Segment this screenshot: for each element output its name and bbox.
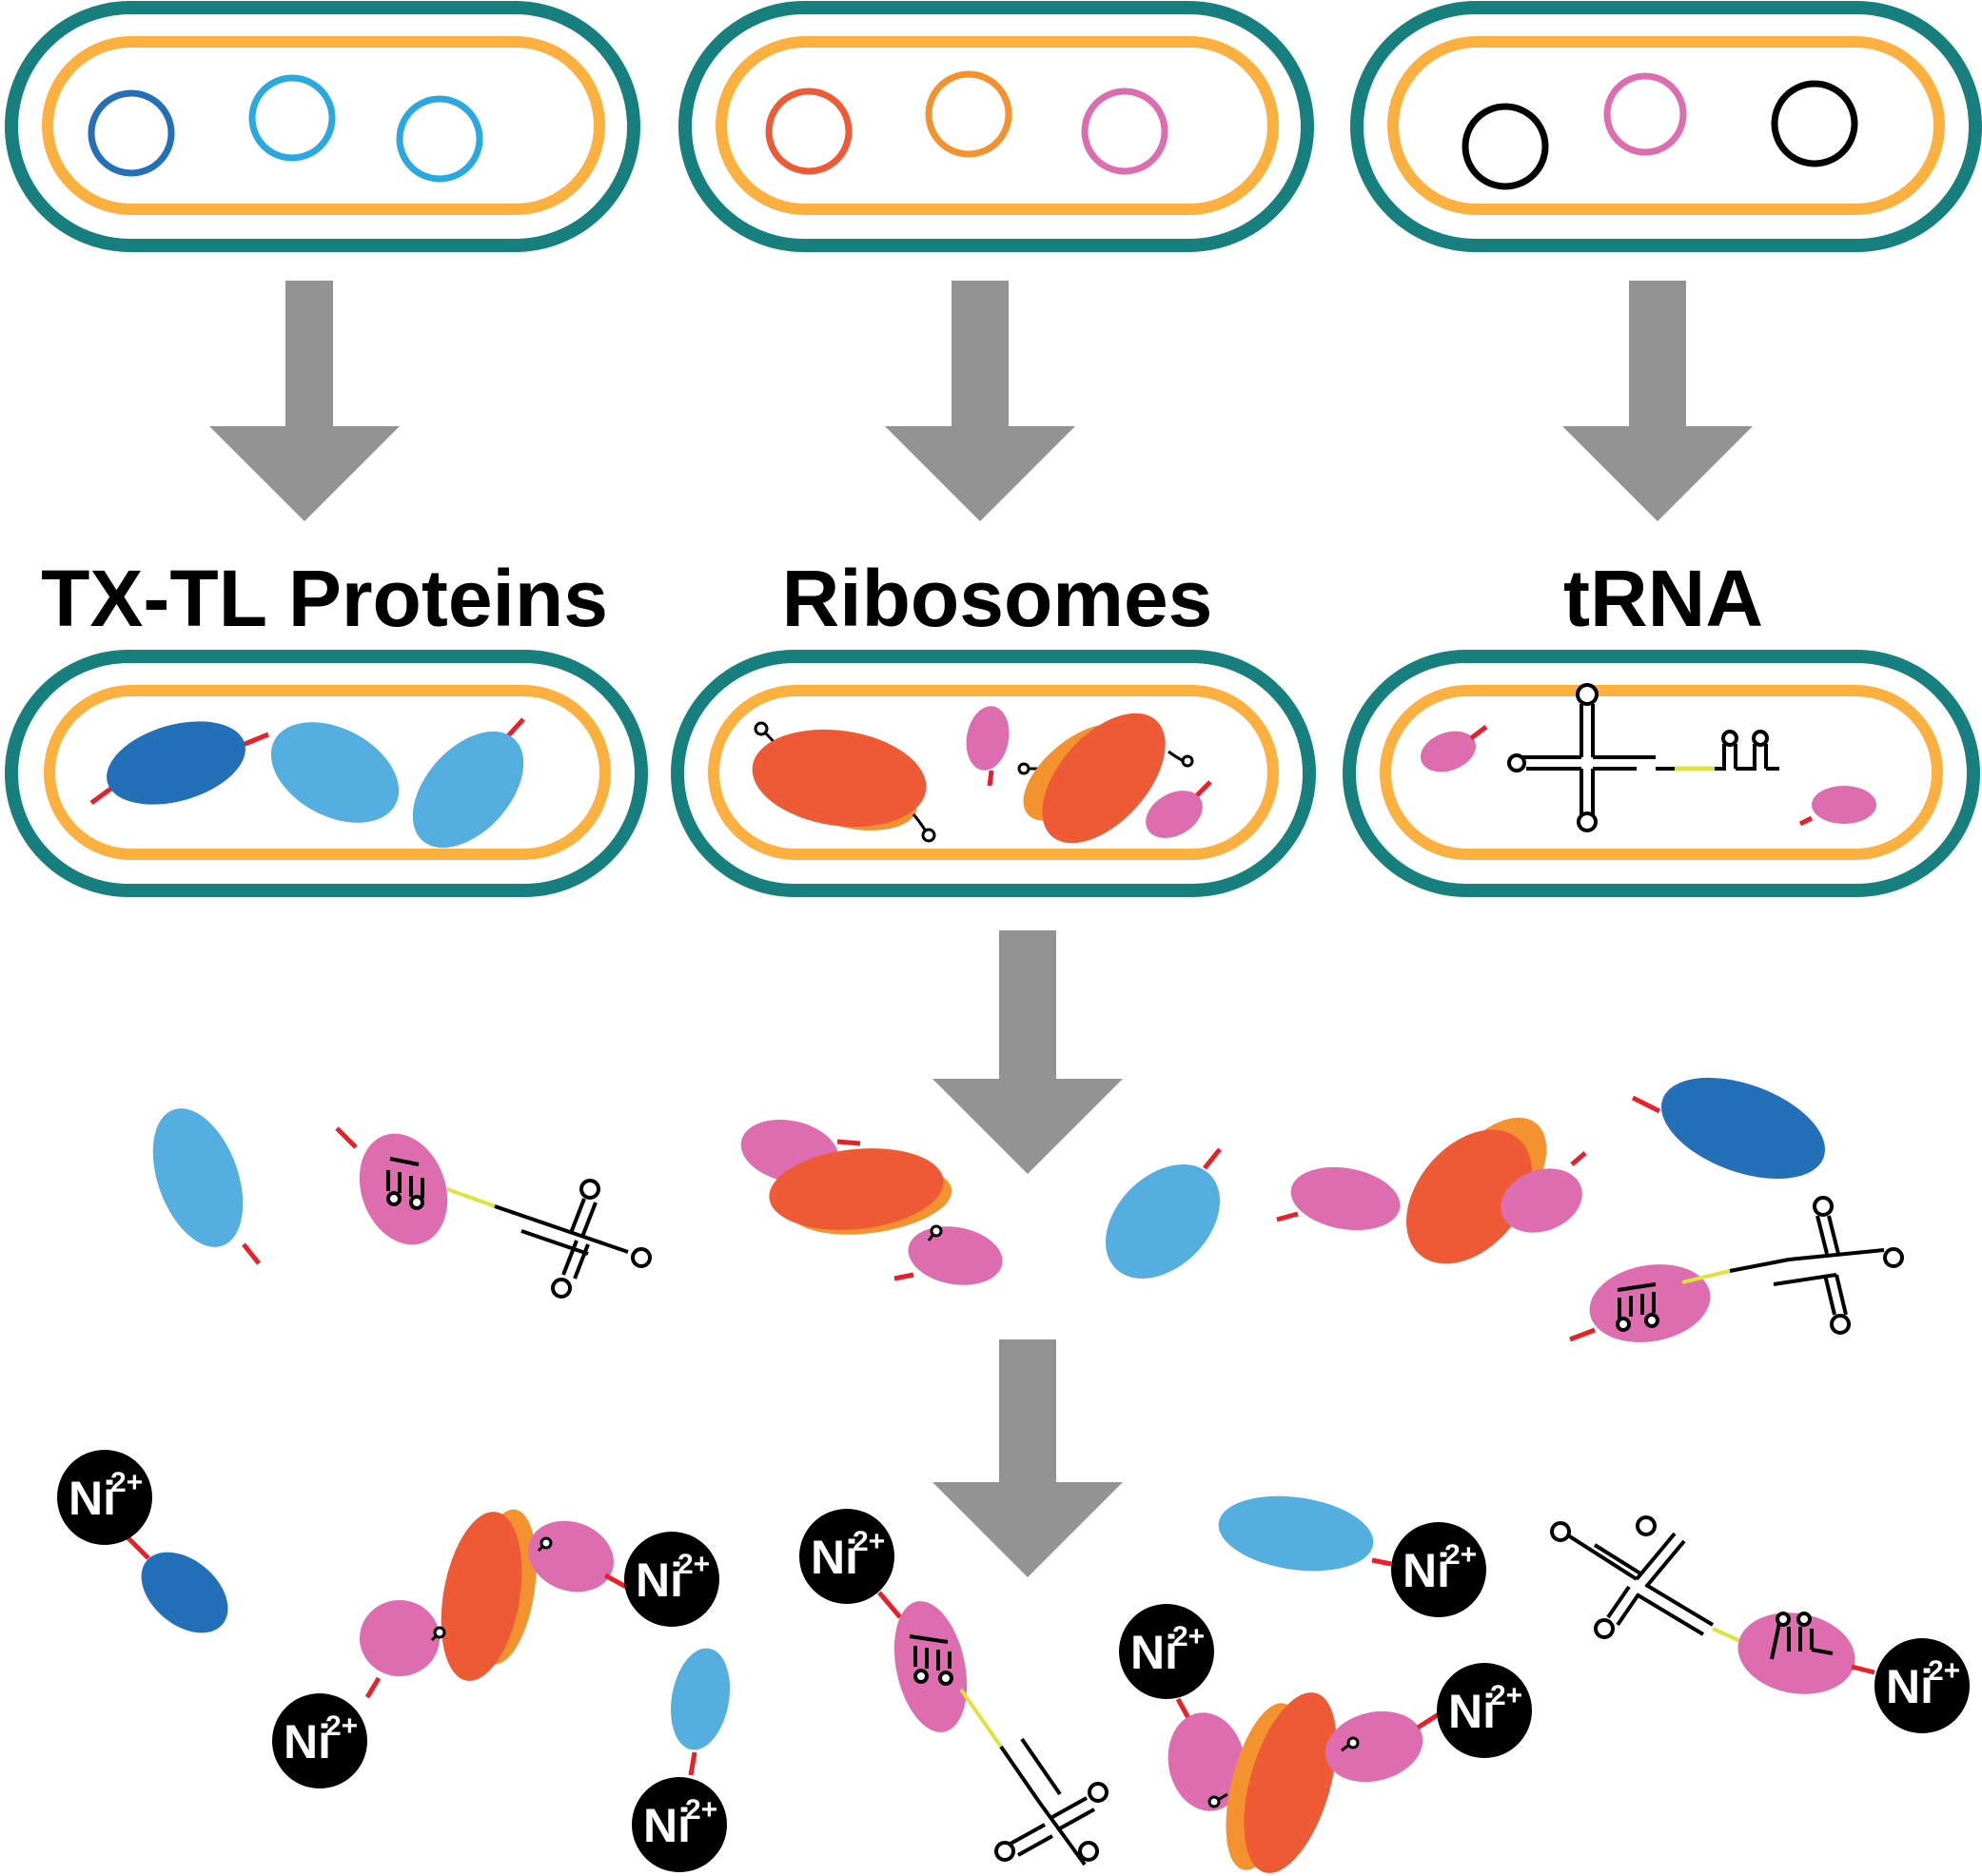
cell-proteins-expressed <box>5 650 648 897</box>
protein-pink <box>966 706 1010 771</box>
plasmid-red <box>765 88 853 175</box>
svg-text:2+: 2+ <box>677 1549 710 1580</box>
protein-light-blue <box>1105 1163 1221 1280</box>
svg-text:Ni: Ni <box>284 1715 331 1769</box>
plasmid-black <box>1771 80 1858 167</box>
nickel-ion: Ni 2+ <box>632 1777 727 1872</box>
protein-pink <box>893 1601 968 1732</box>
plasmid-orange <box>925 70 1012 158</box>
arrow-down-icon <box>932 1339 1123 1577</box>
hairpin-icon <box>1715 730 1779 771</box>
nickel-ion: Ni 2+ <box>1391 1522 1486 1617</box>
ribosome <box>752 721 936 843</box>
protein-light-blue <box>152 1108 244 1247</box>
label-proteins: TX-TL Proteins <box>41 554 608 643</box>
nickel-ion: Ni 2+ <box>272 1693 367 1788</box>
nickel-ion: Ni 2+ <box>624 1532 719 1627</box>
cell-trna-plasmids <box>1350 1 1982 252</box>
plasmid-black <box>1462 103 1549 190</box>
protein-pink <box>359 1133 448 1245</box>
plasmid-pink <box>1081 88 1168 175</box>
svg-text:2+: 2+ <box>325 1710 358 1742</box>
trna-structure <box>1550 1515 1715 1639</box>
protein-light-blue <box>671 1648 730 1750</box>
svg-text:2+: 2+ <box>1172 1621 1205 1652</box>
label-trna: tRNA <box>1563 554 1763 643</box>
nickel-ion: Ni 2+ <box>1437 1663 1532 1758</box>
protein-pink <box>360 1600 440 1676</box>
svg-text:Ni: Ni <box>1403 1544 1450 1597</box>
affinity-capture: Ni 2+ Ni 2+ Ni 2+ Ni 2+ <box>57 1450 1970 1873</box>
svg-text:Ni: Ni <box>69 1472 116 1525</box>
protein-pink <box>908 1226 1003 1285</box>
nickel-ion: Ni 2+ <box>799 1509 894 1604</box>
protein-pink <box>1420 731 1477 772</box>
svg-text:Ni: Ni <box>811 1531 858 1584</box>
arrow-down-icon <box>1562 281 1753 521</box>
svg-text:Ni: Ni <box>1130 1626 1178 1679</box>
nickel-ion: Ni 2+ <box>1874 1638 1970 1733</box>
plasmid-sky-blue <box>396 95 483 183</box>
trna-structure <box>1729 1196 1904 1335</box>
svg-text:Ni: Ni <box>643 1799 691 1852</box>
label-ribosomes: Ribosomes <box>782 554 1213 643</box>
protein-pink <box>1737 1612 1855 1694</box>
svg-text:Ni: Ni <box>1886 1660 1933 1713</box>
trna-structure <box>994 1737 1109 1866</box>
protein-pink <box>1146 791 1203 838</box>
protein-light-blue <box>1218 1495 1374 1572</box>
protein-light-blue <box>412 731 524 849</box>
svg-text:2+: 2+ <box>1490 1680 1522 1711</box>
cell-trna-expressed <box>1343 650 1980 897</box>
lysate-mixture <box>152 1077 1904 1342</box>
svg-text:2+: 2+ <box>110 1467 143 1498</box>
protein-pink <box>1501 1168 1582 1233</box>
svg-text:Ni: Ni <box>1448 1685 1496 1738</box>
protein-pink <box>1168 1712 1246 1811</box>
svg-text:2+: 2+ <box>685 1794 717 1826</box>
arrow-down-icon <box>209 281 400 521</box>
svg-text:2+: 2+ <box>1444 1539 1477 1571</box>
protein-dark-blue <box>107 721 245 805</box>
plasmid-pink <box>1603 72 1687 156</box>
protein-pink <box>1325 1710 1423 1783</box>
protein-pink <box>1589 1264 1711 1342</box>
trna-structure <box>1507 683 1675 832</box>
ribosome <box>1017 713 1194 844</box>
protein-dark-blue <box>1660 1077 1826 1180</box>
trna-structure <box>494 1179 652 1299</box>
arrow-down-icon <box>885 281 1075 521</box>
plasmid-sky-blue <box>248 74 336 162</box>
protein-light-blue <box>270 722 400 823</box>
svg-text:2+: 2+ <box>1928 1655 1960 1687</box>
svg-text:2+: 2+ <box>853 1526 885 1557</box>
arrow-down-icon <box>932 930 1123 1174</box>
cell-ribosomes-expressed <box>671 650 1316 897</box>
cell-ribosomes-plasmids <box>678 1 1314 252</box>
protein-pink <box>1290 1166 1401 1231</box>
nickel-ion: Ni 2+ <box>1119 1604 1214 1699</box>
plasmid-dark-blue <box>88 89 175 177</box>
svg-text:Ni: Ni <box>636 1554 683 1607</box>
protein-dark-blue <box>141 1552 228 1633</box>
cell-proteins-plasmids <box>5 1 640 252</box>
protein-pink <box>1812 786 1876 824</box>
nickel-ion: Ni 2+ <box>57 1450 152 1545</box>
